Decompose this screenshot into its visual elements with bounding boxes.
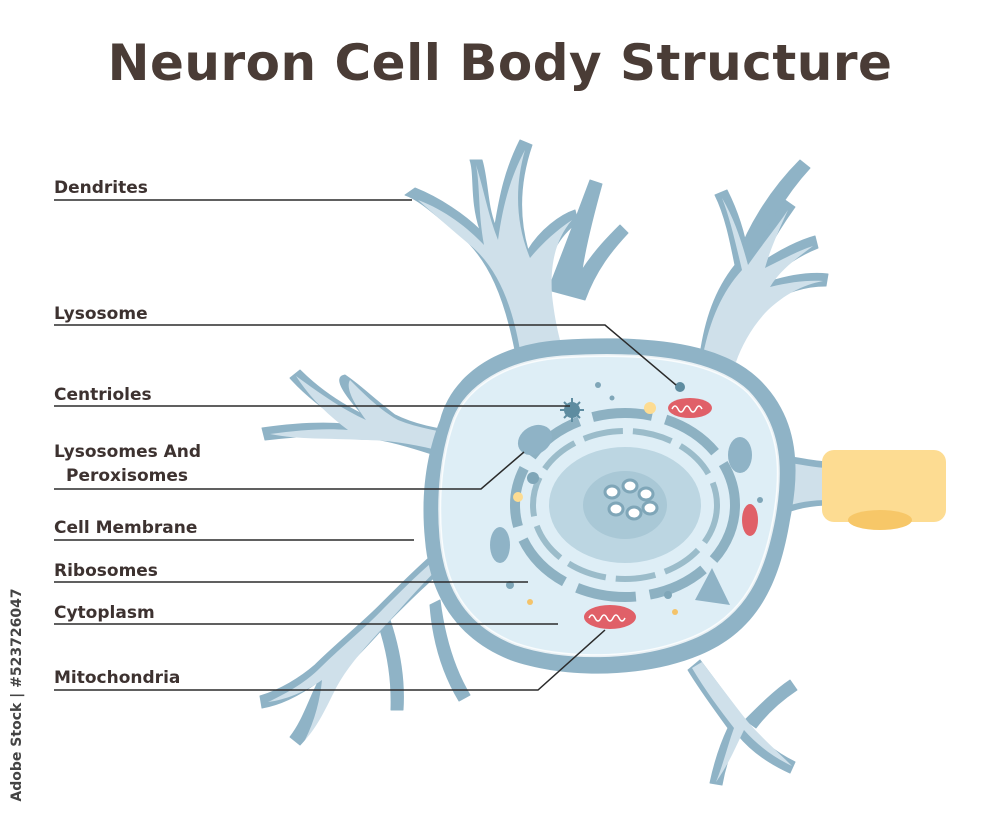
label-dendrites: Dendrites: [54, 178, 148, 198]
leader-lysosome: [54, 324, 677, 386]
label-cell-membrane: Cell Membrane: [54, 518, 198, 538]
page-title: Neuron Cell Body Structure: [107, 34, 893, 92]
axon-hillock: [822, 450, 946, 530]
ribosome-dots: [506, 382, 763, 615]
label-lysosomes-peroxisomes-line1: Lysosomes And: [54, 442, 202, 462]
leader-mitochondria: [54, 629, 606, 691]
leader-lines: [54, 199, 677, 691]
label-mitochondria: Mitochondria: [54, 668, 181, 688]
label-lysosome: Lysosome: [54, 304, 148, 324]
leader-lysosomes-peroxisomes: [54, 451, 525, 490]
nucleus-region: [510, 408, 740, 602]
organelles: [490, 382, 752, 605]
label-ribosomes: Ribosomes: [54, 561, 158, 581]
label-lysosomes-peroxisomes-line2: Peroxisomes: [66, 466, 189, 486]
label-centrioles: Centrioles: [54, 385, 152, 405]
stock-credit-text: Adobe Stock | #523726047: [9, 588, 25, 802]
label-lysosomes-peroxisomes: Lysosomes And Peroxisomes: [54, 440, 201, 488]
label-cytoplasm: Cytoplasm: [54, 603, 155, 623]
mitochondria-shapes: [584, 398, 758, 629]
dendrite-inner: [268, 150, 830, 782]
nucleolus: [603, 478, 659, 521]
stock-credit: Adobe Stock | #523726047: [2, 580, 32, 810]
